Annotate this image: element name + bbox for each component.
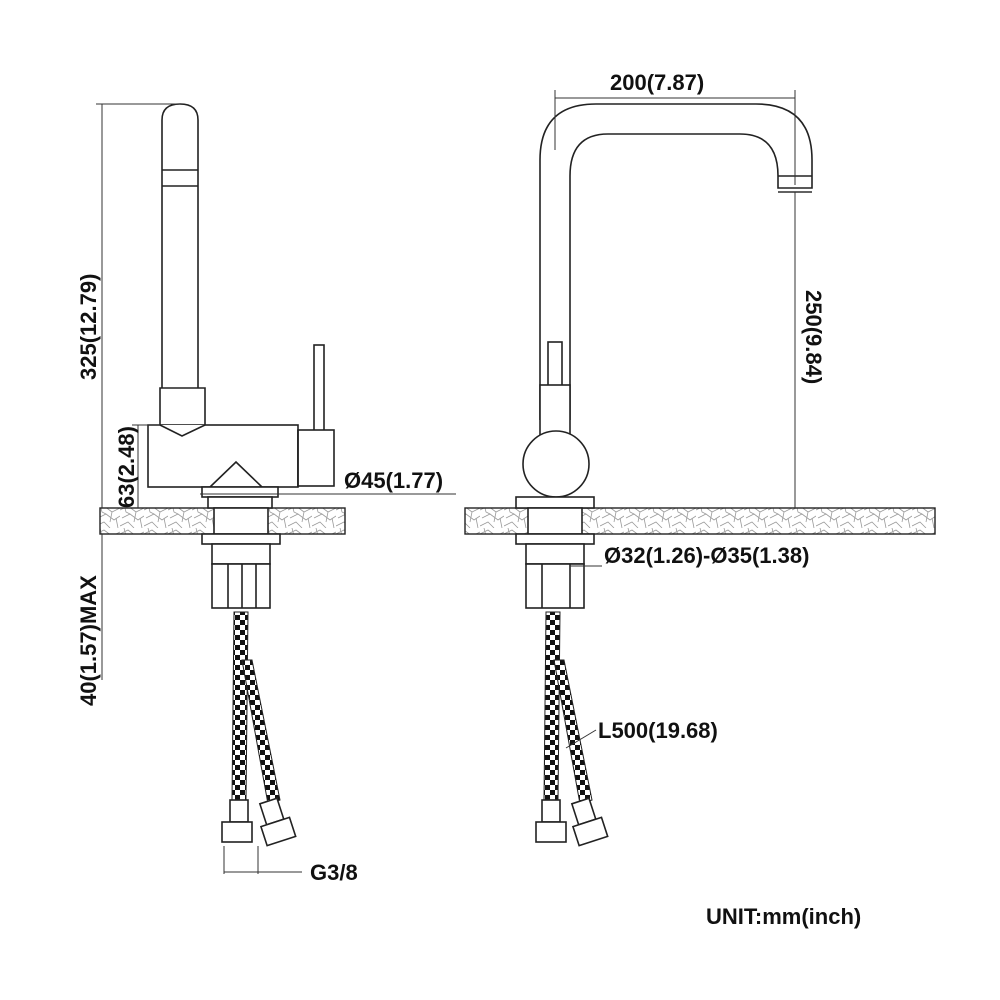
hose-right-b — [553, 659, 593, 805]
side-view — [99, 103, 346, 847]
dim-hole-diameter-label: Ø32(1.26)-Ø35(1.38) — [604, 543, 809, 568]
dimension-lines — [96, 90, 812, 874]
spout-tube-front — [539, 103, 813, 420]
dim-thread-label: G3/8 — [310, 860, 358, 885]
dim-base-diameter-label: Ø45(1.77) — [344, 468, 443, 493]
handle-hub — [522, 430, 590, 498]
front-view — [464, 103, 936, 847]
dim-shank-max-label: 40(1.57)MAX — [76, 575, 101, 706]
unit-note: UNIT:mm(inch) — [706, 904, 861, 929]
handle-lever-side — [313, 344, 325, 434]
dim-body-height-label: 63(2.48) — [114, 426, 139, 508]
spout-tube-side — [161, 103, 199, 391]
hose-left-b — [241, 659, 281, 805]
mounting-shank-side — [213, 507, 269, 535]
dim-hose-length-label: L500(19.68) — [598, 718, 718, 743]
dim-reach-label: 200(7.87) — [610, 70, 704, 95]
mounting-shank-front — [527, 507, 583, 535]
hose-left-a — [231, 611, 249, 801]
hose-right-a — [543, 611, 561, 801]
dim-height-total-label: 325(12.79) — [76, 274, 101, 380]
dim-spout-height-label: 250(9.84) — [801, 290, 826, 384]
